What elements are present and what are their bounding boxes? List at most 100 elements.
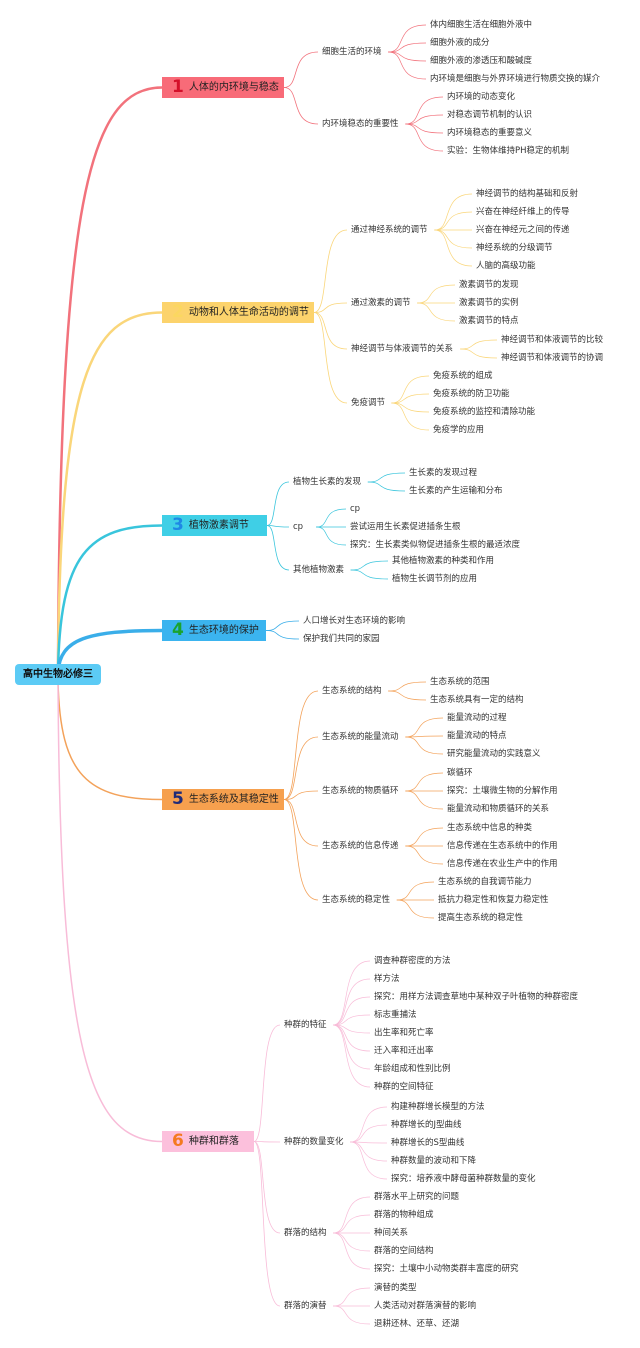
subtopic-node[interactable]: 神经调节与体液调节的关系 [351,344,454,354]
leaf-topic-node[interactable]: 生态系统具有一定的结构 [430,695,524,705]
leaf-topic-node[interactable]: 激素调节的发现 [459,280,519,290]
leaf-topic-node[interactable]: 群落的物种组成 [374,1210,434,1220]
connector-line [405,123,444,152]
leaf-topic-node[interactable]: 信息传递在生态系统中的作用 [447,841,558,851]
subtopic-node[interactable]: 细胞生活的环境 [322,47,382,57]
leaf-topic-node[interactable]: 种间关系 [374,1228,409,1238]
branch-node-1[interactable]: 1 人体的内环境与稳态 [162,77,284,98]
leaf-topic-node[interactable]: 能量流动的特点 [447,731,507,741]
subtopic-node[interactable]: 生态系统的结构 [322,686,382,696]
subtopic-node[interactable]: cp [293,522,304,532]
leaf-topic-node[interactable]: 兴奋在神经元之间的传递 [476,225,570,235]
subtopic-node[interactable]: 生态系统的能量流动 [322,732,399,742]
leaf-topic-node[interactable]: 标志重捕法 [374,1010,417,1020]
subtopic-node[interactable]: 生态系统的信息传递 [322,841,399,851]
leaf-topic-node[interactable]: 兴奋在神经纤维上的传导 [476,207,570,217]
leaf-topic-node[interactable]: 能量流动和物质循环的关系 [447,804,550,814]
leaf-topic-node[interactable]: 提高生态系统的稳定性 [438,913,524,923]
leaf-topic-node[interactable]: 种群的空间特征 [374,1082,434,1092]
leaf-topic-node[interactable]: 激素调节的实例 [459,298,519,308]
leaf-topic-node[interactable]: 种群增长的S型曲线 [391,1138,465,1148]
connector-line [405,790,444,810]
leaf-topic-node[interactable]: 实验：生物体维持PH稳定的机制 [447,146,570,156]
subtopic-node[interactable]: 免疫调节 [351,398,386,408]
leaf-topic-node[interactable]: 调查种群密度的方法 [374,956,451,966]
leaf-topic-node[interactable]: 人脑的高级功能 [476,261,536,271]
connector-line [253,1024,281,1142]
connector-line [253,1141,281,1234]
leaf-topic-node[interactable]: 细胞外液的成分 [430,38,490,48]
subtopic-node[interactable]: 种群的特征 [284,1020,327,1030]
leaf-topic-node[interactable]: 演替的类型 [374,1283,417,1293]
subtopic-node[interactable]: 种群的数量变化 [284,1137,344,1147]
leaf-topic-node[interactable]: 神经调节和体液调节的协调 [501,353,604,363]
root-node[interactable]: 高中生物必修三 [15,664,101,685]
leaf-topic-node[interactable]: 能量流动的过程 [447,713,507,723]
leaf-topic-node[interactable]: 生态系统的范围 [430,677,490,687]
leaf-topic-node[interactable]: 免疫系统的防卫功能 [433,389,510,399]
subtopic-node[interactable]: 群落的结构 [284,1228,327,1238]
leaf-topic-node[interactable]: 体内细胞生活在细胞外液中 [430,20,533,30]
leaf-topic-node[interactable]: 细胞外液的渗透压和酸碱度 [430,56,533,66]
branch-node-6[interactable]: 6 种群和群落 [162,1131,254,1152]
leaf-topic-node[interactable]: 迁入率和迁出率 [374,1046,434,1056]
subtopic-node[interactable]: 生态系统的物质循环 [322,786,399,796]
branch-node-4[interactable]: 4 生态环境的保护 [162,620,266,641]
leaf-topic-node[interactable]: 内环境稳态的重要意义 [447,128,533,138]
leaf-topic-node[interactable]: cp [350,504,361,514]
leaf-topic-node[interactable]: 神经调节的结构基础和反射 [476,189,579,199]
connector-line [57,680,163,1143]
leaf-topic-node[interactable]: 群落的空间结构 [374,1246,434,1256]
leaf-topic-node[interactable]: 群落水平上研究的问题 [374,1192,460,1202]
subtopic-node[interactable]: 其他植物激素 [293,565,345,575]
leaf-topic-node[interactable]: 探究：土壤中小动物类群丰富度的研究 [374,1264,519,1274]
leaf-topic-node[interactable]: 植物生长调节剂的应用 [392,574,478,584]
leaf-topic-node[interactable]: 尝试运用生长素促进插条生根 [350,522,461,532]
leaf-topic-node[interactable]: 种群数量的波动和下降 [391,1156,477,1166]
leaf-topic-node[interactable]: 探究：土壤微生物的分解作用 [447,786,558,796]
leaf-topic-node[interactable]: 人口增长对生态环境的影响 [303,616,406,626]
leaf-topic-node[interactable]: 探究：用样方法调查草地中某种双子叶植物的种群密度 [374,992,579,1002]
leaf-topic-node[interactable]: 退耕还林、还草、还湖 [374,1319,460,1329]
leaf-topic-node[interactable]: 对稳态调节机制的认识 [447,110,533,120]
subtopic-node[interactable]: 通过神经系统的调节 [351,225,428,235]
leaf-topic-node[interactable]: 生态系统中信息的种类 [447,823,533,833]
subtopic-node[interactable]: 生态系统的稳定性 [322,895,391,905]
root-label: 高中生物必修三 [23,668,93,680]
leaf-topic-node[interactable]: 生态系统的自我调节能力 [438,877,532,887]
leaf-topic-node[interactable]: 生长素的发现过程 [409,468,478,478]
leaf-topic-node[interactable]: 生长素的产生运输和分布 [409,486,503,496]
leaf-topic-node[interactable]: 人类活动对群落演替的影响 [374,1301,477,1311]
leaf-topic-node[interactable]: 免疫系统的组成 [433,371,493,381]
subtopic-node[interactable]: 植物生长素的发现 [293,477,362,487]
leaf-topic-node[interactable]: 碳循环 [447,768,473,778]
leaf-topic-node[interactable]: 样方法 [374,974,400,984]
leaf-topic-node[interactable]: 信息传递在农业生产中的作用 [447,859,558,869]
branch-node-5[interactable]: 5 生态系统及其稳定性 [162,789,284,810]
leaf-topic-node[interactable]: 出生率和死亡率 [374,1028,434,1038]
connector-line [332,1024,371,1052]
leaf-topic-node[interactable]: 激素调节的特点 [459,316,519,326]
subtopic-node[interactable]: 通过激素的调节 [351,298,411,308]
subtopic-node[interactable]: 内环境稳态的重要性 [322,119,399,129]
leaf-topic-node[interactable]: 免疫学的应用 [433,425,485,435]
leaf-topic-node[interactable]: 构建种群增长模型的方法 [391,1102,485,1112]
connector-line [405,736,444,755]
branch-node-2[interactable]: 2 动物和人体生命活动的调节 [162,302,314,323]
leaf-topic-node[interactable]: 探究：生长素类似物促进插条生根的最适浓度 [350,540,521,550]
leaf-topic-node[interactable]: 保护我们共同的家园 [303,634,380,644]
leaf-topic-node[interactable]: 内环境的动态变化 [447,92,516,102]
branch-node-3[interactable]: 3 植物激素调节 [162,515,267,536]
connector-line [460,339,498,350]
leaf-topic-node[interactable]: 神经调节和体液调节的比较 [501,335,604,345]
subtopic-node[interactable]: 群落的演替 [284,1301,327,1311]
leaf-topic-node[interactable]: 抵抗力稳定性和恢复力稳定性 [438,895,549,905]
leaf-topic-node[interactable]: 其他植物激素的种类和作用 [392,556,495,566]
leaf-topic-node[interactable]: 种群增长的J型曲线 [391,1120,462,1130]
leaf-topic-node[interactable]: 探究：培养液中酵母菌种群数量的变化 [391,1174,536,1184]
leaf-topic-node[interactable]: 免疫系统的监控和清除功能 [433,407,536,417]
leaf-topic-node[interactable]: 内环境是细胞与外界环境进行物质交换的媒介 [430,74,601,84]
leaf-topic-node[interactable]: 年龄组成和性别比例 [374,1064,451,1074]
leaf-topic-node[interactable]: 神经系统的分级调节 [476,243,553,253]
leaf-topic-node[interactable]: 研究能量流动的实践意义 [447,749,541,759]
